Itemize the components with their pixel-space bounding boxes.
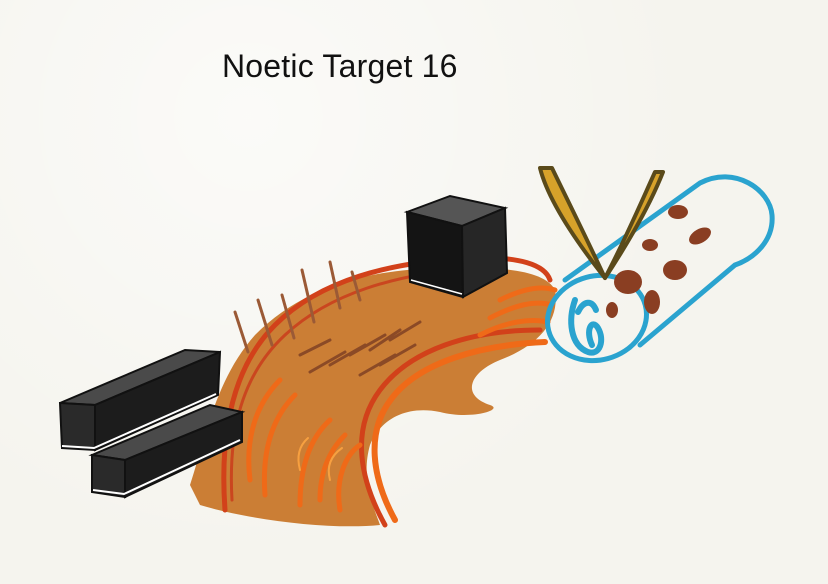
stepped-blocks-icon [58, 348, 246, 499]
page-title: Noetic Target 16 [222, 48, 458, 84]
tube-cylinder-icon [544, 174, 775, 364]
curved-ramp-icon [190, 255, 558, 528]
cube-icon [403, 194, 509, 299]
v-antennae-icon [538, 166, 665, 280]
